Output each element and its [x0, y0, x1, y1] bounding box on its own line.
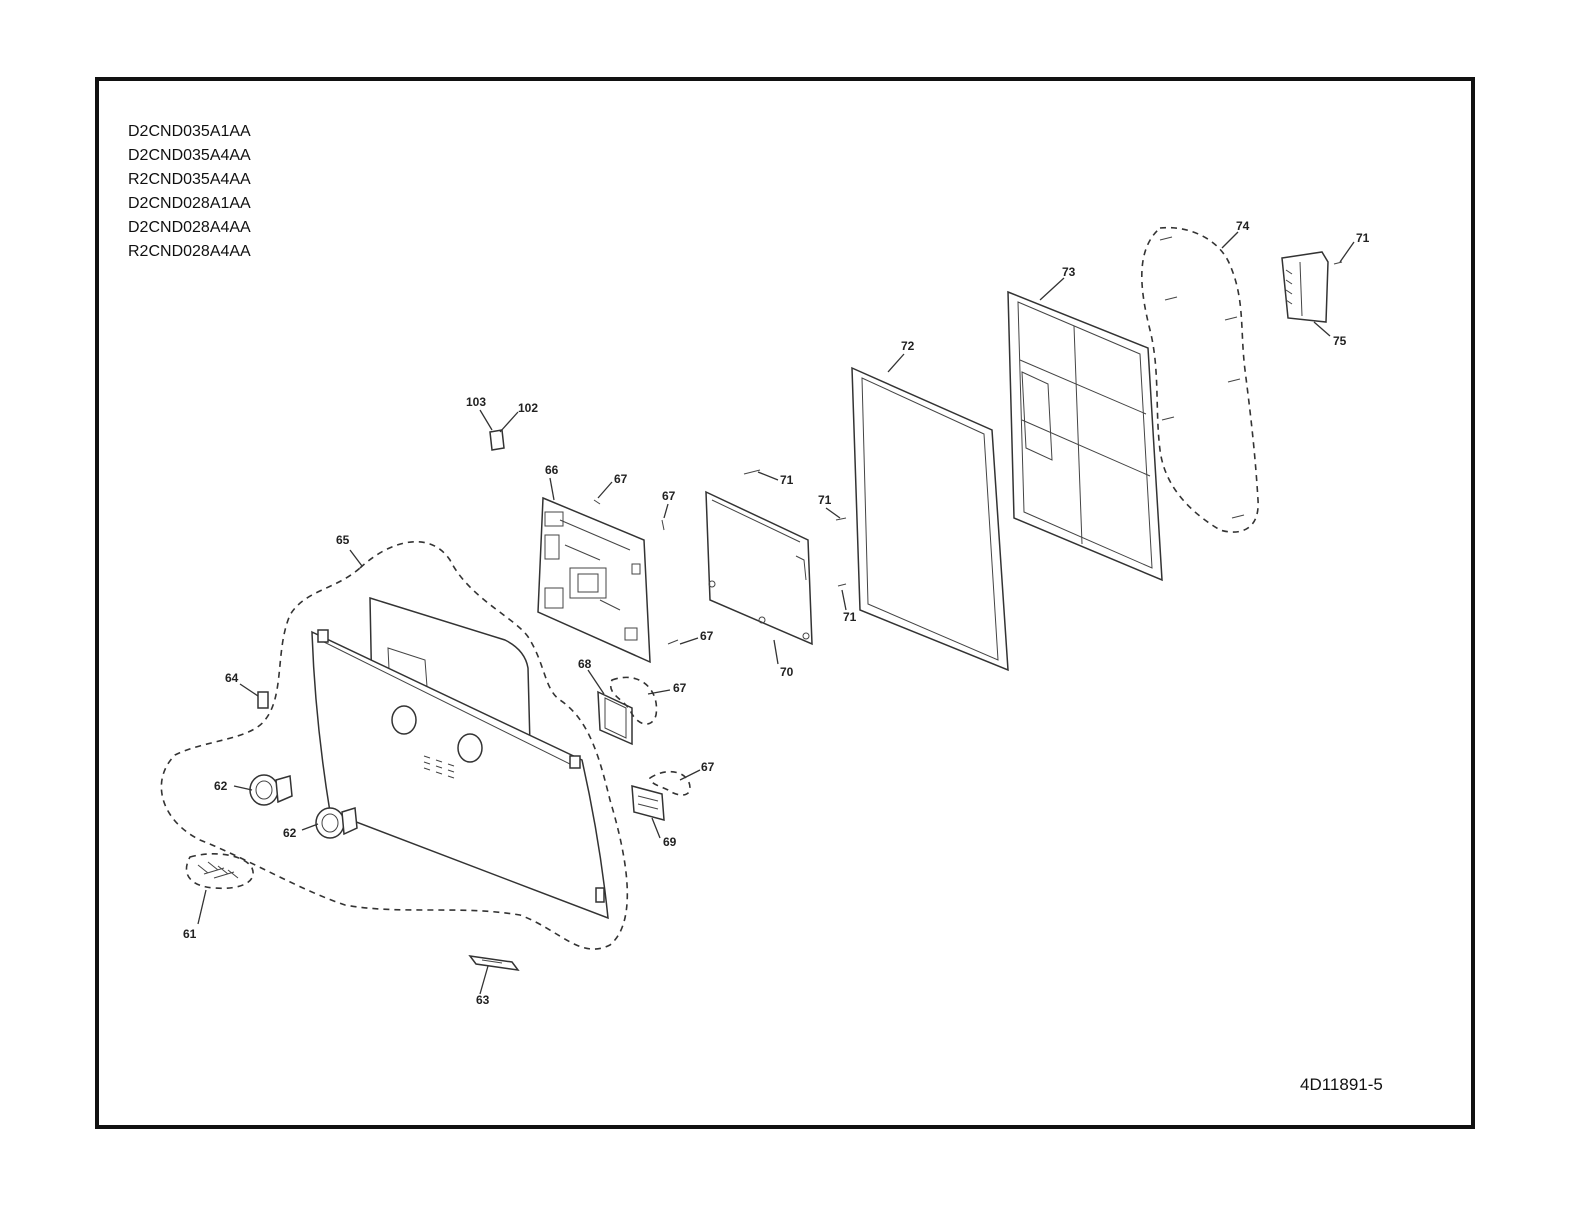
- model-number: D2CND035A1AA: [128, 123, 251, 140]
- clip-75-teeth: [1285, 261, 1303, 317]
- leader-lines: [197, 231, 1355, 995]
- connector-69-pins: [637, 795, 659, 810]
- group-outline-61: [185, 853, 254, 890]
- drawing-border: [95, 77, 1475, 1129]
- sensor-68: [597, 690, 633, 746]
- callout-69: 69: [663, 835, 677, 849]
- callout-75: 75: [1333, 334, 1347, 348]
- panel-clip: [317, 629, 329, 643]
- screw-icon: [743, 469, 761, 475]
- model-number: D2CND028A1AA: [128, 195, 251, 212]
- model-number: D2CND028A4AA: [128, 219, 251, 236]
- connector-69: [631, 785, 665, 821]
- screw-icon: [593, 499, 601, 505]
- sensor-68-inner: [604, 697, 627, 739]
- screw-icon: [837, 583, 847, 587]
- screw-icon: [661, 519, 665, 531]
- callout-103: 103: [466, 395, 486, 409]
- panel-clip: [569, 755, 581, 769]
- back-plate-73: [1007, 290, 1163, 582]
- clip-64: [257, 691, 269, 709]
- callout-74: 74: [1236, 219, 1250, 233]
- group-outline-74: [1141, 226, 1259, 533]
- screw-icon: [667, 639, 679, 645]
- callout-65: 65: [336, 533, 350, 547]
- callout-70: 70: [780, 665, 794, 679]
- callout-71: 71: [1356, 231, 1370, 245]
- callout-66: 66: [545, 463, 559, 477]
- back-plate-73-ribs: [1019, 325, 1151, 545]
- pcb-plate-70-edge: [711, 499, 807, 581]
- callout-71: 71: [780, 473, 794, 487]
- callout-72: 72: [901, 339, 915, 353]
- model-number: D2CND035A4AA: [128, 147, 251, 164]
- model-list: D2CND035A1AA D2CND035A4AA R2CND035A4AA D…: [128, 120, 251, 264]
- mount-hole: [708, 580, 716, 588]
- callout-67: 67: [700, 629, 714, 643]
- indicator-marks: [423, 755, 455, 779]
- mount-hole: [758, 616, 766, 624]
- callout-68: 68: [578, 657, 592, 671]
- light-pipes-61: [197, 861, 239, 879]
- model-number: R2CND035A4AA: [128, 171, 251, 188]
- switch-102-103: [489, 429, 505, 451]
- callout-71: 71: [818, 493, 832, 507]
- mount-hole: [802, 632, 810, 640]
- callout-67: 67: [701, 760, 715, 774]
- knob-hole: [457, 733, 483, 763]
- callout-71: 71: [843, 610, 857, 624]
- callout-102: 102: [518, 401, 538, 415]
- knob-hole: [391, 705, 417, 735]
- knob-62-upper: [249, 774, 293, 806]
- bracket-63: [468, 955, 520, 971]
- clip-75: [1281, 251, 1329, 323]
- knob-62-lower: [315, 807, 358, 839]
- group-outline-65: [160, 541, 629, 950]
- panel-clip: [595, 887, 605, 903]
- callout-61: 61: [183, 927, 197, 941]
- screws-74: [1159, 236, 1245, 519]
- back-plate-73-duct: [1021, 371, 1053, 461]
- group-outline-68: [609, 676, 658, 725]
- callout-62: 62: [214, 779, 228, 793]
- gasket-72: [851, 366, 1009, 672]
- bracket-63-slot: [481, 959, 503, 964]
- model-number: R2CND028A4AA: [128, 243, 251, 260]
- callout-67: 67: [662, 489, 676, 503]
- screw-icon: [1333, 261, 1343, 265]
- callout-67: 67: [614, 472, 628, 486]
- document-number: 4D11891-5: [1300, 1075, 1383, 1094]
- front-panel: [311, 630, 609, 920]
- screw-icon: [835, 517, 847, 521]
- gasket-72-inner: [861, 377, 999, 661]
- board-components: [544, 511, 641, 641]
- back-plate-73-inner: [1017, 301, 1153, 569]
- group-outline-69: [649, 770, 691, 796]
- callout-63: 63: [476, 993, 490, 1007]
- pcb-plate-70: [705, 490, 813, 646]
- callout-73: 73: [1062, 265, 1076, 279]
- callout-67: 67: [673, 681, 687, 695]
- callout-62: 62: [283, 826, 297, 840]
- callout-64: 64: [225, 671, 239, 685]
- control-board-66: [537, 496, 651, 664]
- front-panel-edge: [319, 639, 579, 769]
